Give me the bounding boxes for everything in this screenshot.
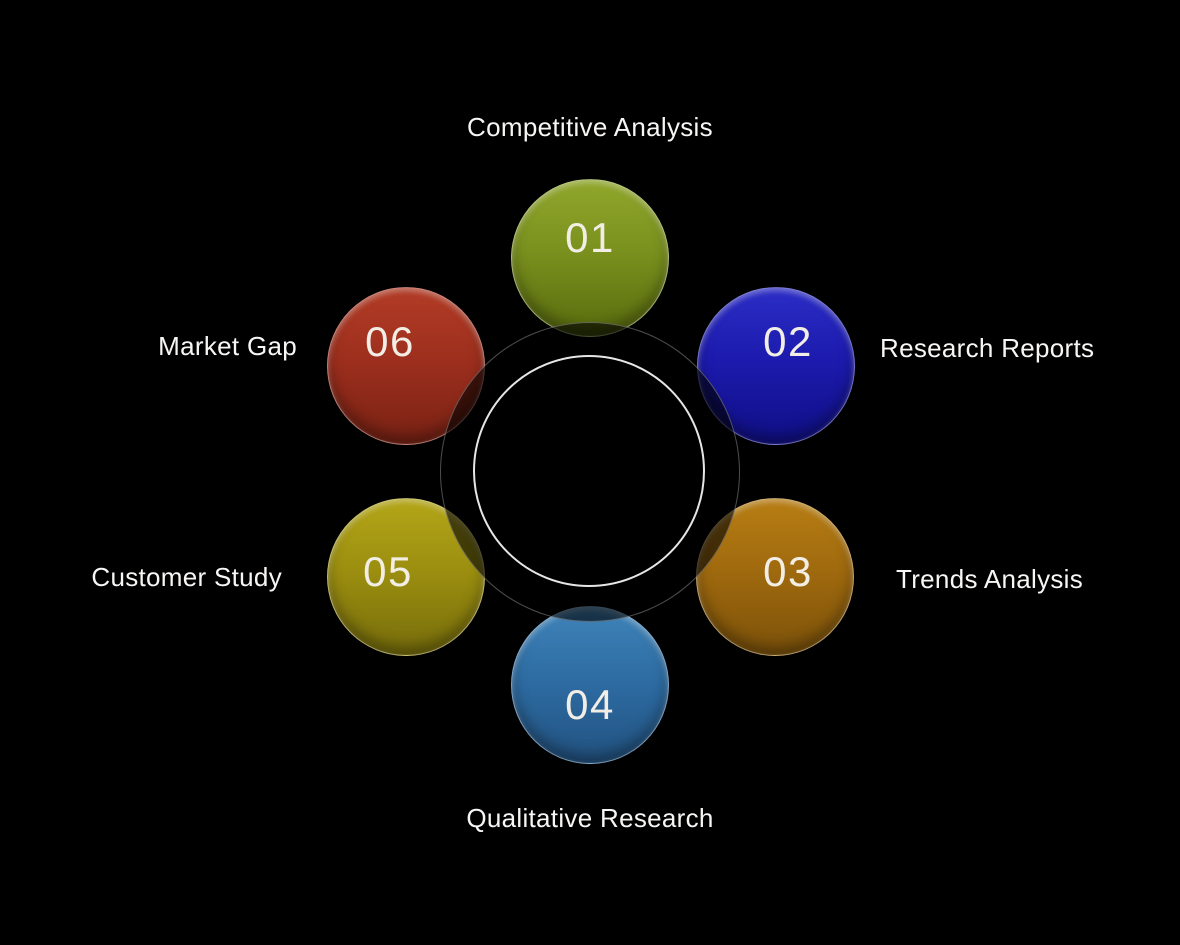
step-label-research-reports: Research Reports xyxy=(880,333,1095,363)
step-label-qualitative-research: Qualitative Research xyxy=(466,803,714,833)
step-circle-1: 01 xyxy=(511,179,669,337)
step-number-2: 02 xyxy=(763,318,813,365)
step-circle-4: 04 xyxy=(511,606,669,764)
step-number-3: 03 xyxy=(763,548,813,595)
step-number-1: 01 xyxy=(565,214,615,261)
step-label-competitive-analysis: Competitive Analysis xyxy=(467,112,713,142)
step-number-6: 06 xyxy=(365,318,415,365)
step-number-5: 05 xyxy=(363,548,413,595)
step-label-customer-study: Customer Study xyxy=(91,562,282,592)
step-label-market-gap: Market Gap xyxy=(158,331,297,361)
hub-inner-ring xyxy=(473,355,705,587)
step-label-trends-analysis: Trends Analysis xyxy=(896,564,1084,594)
step-circle-2: 02 xyxy=(697,287,855,445)
step-number-4: 04 xyxy=(565,681,615,728)
